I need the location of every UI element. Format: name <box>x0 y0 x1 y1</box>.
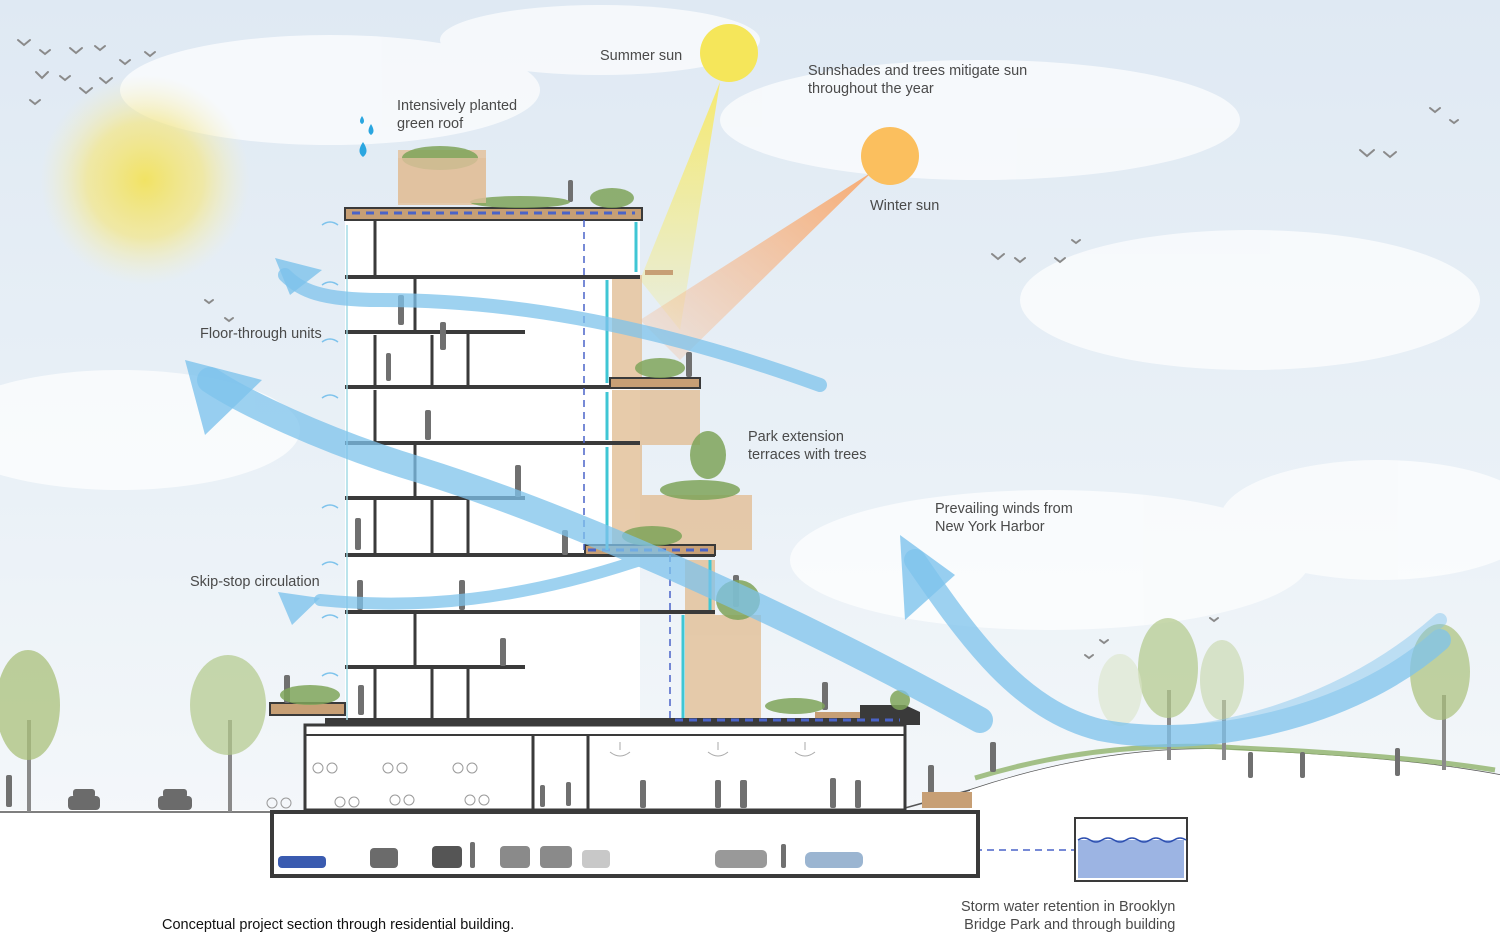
park-extension-label-line2: terraces with trees <box>748 447 867 463</box>
bird-icon <box>17 39 1459 660</box>
person-icon <box>6 180 1400 868</box>
retention-tank <box>1074 817 1188 882</box>
sunshades-label: Sunshades and trees mitigate sun through… <box>808 62 1027 98</box>
winter-sun-label: Winter sun <box>870 198 940 214</box>
hazy-sun-icon <box>40 75 250 285</box>
skip-stop-label: Skip-stop circulation <box>190 574 320 590</box>
clouds <box>0 5 1500 630</box>
summer-sun-ray <box>640 82 720 330</box>
water-drop-icon <box>359 116 374 157</box>
sunshades-label-line2: throughout the year <box>808 81 934 97</box>
winter-sun-icon <box>861 127 919 185</box>
summer-sun-label: Summer sun <box>600 48 683 64</box>
glazing <box>346 222 712 720</box>
summer-sun-icon <box>700 24 758 82</box>
floor-through-label: Floor-through units <box>200 326 322 342</box>
park-extension-label-line1: Park extension <box>748 429 844 445</box>
figure-caption: Conceptual project section through resid… <box>162 917 515 933</box>
tree-icon <box>1098 618 1470 770</box>
podium-roof <box>325 705 920 725</box>
roof-planter <box>398 158 486 203</box>
wind-arrow-icon <box>197 268 1451 747</box>
park-steps <box>922 792 972 808</box>
berm-grass <box>974 743 1496 781</box>
chandelier-icon <box>609 742 816 757</box>
green-roof-label: Intensively planted green roof <box>397 97 517 133</box>
storm-water-label-line1: Storm water retention in Brooklyn <box>961 899 1176 915</box>
prevailing-winds-label-line1: Prevailing winds from <box>935 501 1073 517</box>
storm-water-label: Storm water retention in Brooklyn Bridge… <box>961 898 1175 934</box>
bicycle-icon <box>266 762 490 809</box>
car-icon <box>68 789 192 810</box>
prevailing-winds-label: Prevailing winds from New York Harbor <box>935 500 1073 536</box>
car-icon <box>278 846 863 868</box>
tree-icon <box>0 650 266 812</box>
storm-water-label-line2: Bridge Park and through building <box>964 917 1176 933</box>
wind-arrowheads <box>185 258 955 625</box>
walls <box>373 220 470 720</box>
park-berm <box>970 749 1500 945</box>
prevailing-winds-label-line2: New York Harbor <box>935 519 1045 535</box>
winter-sun-ray <box>640 172 872 360</box>
park-extension-label: Park extension terraces with trees <box>748 428 866 464</box>
small-wind-icons <box>321 221 339 677</box>
sunshades-label-line1: Sunshades and trees mitigate sun <box>808 63 1028 79</box>
lobby-level <box>303 723 907 812</box>
green-roof-label-line2: green roof <box>397 116 464 132</box>
green-roof-label-line1: Intensively planted <box>397 98 518 114</box>
